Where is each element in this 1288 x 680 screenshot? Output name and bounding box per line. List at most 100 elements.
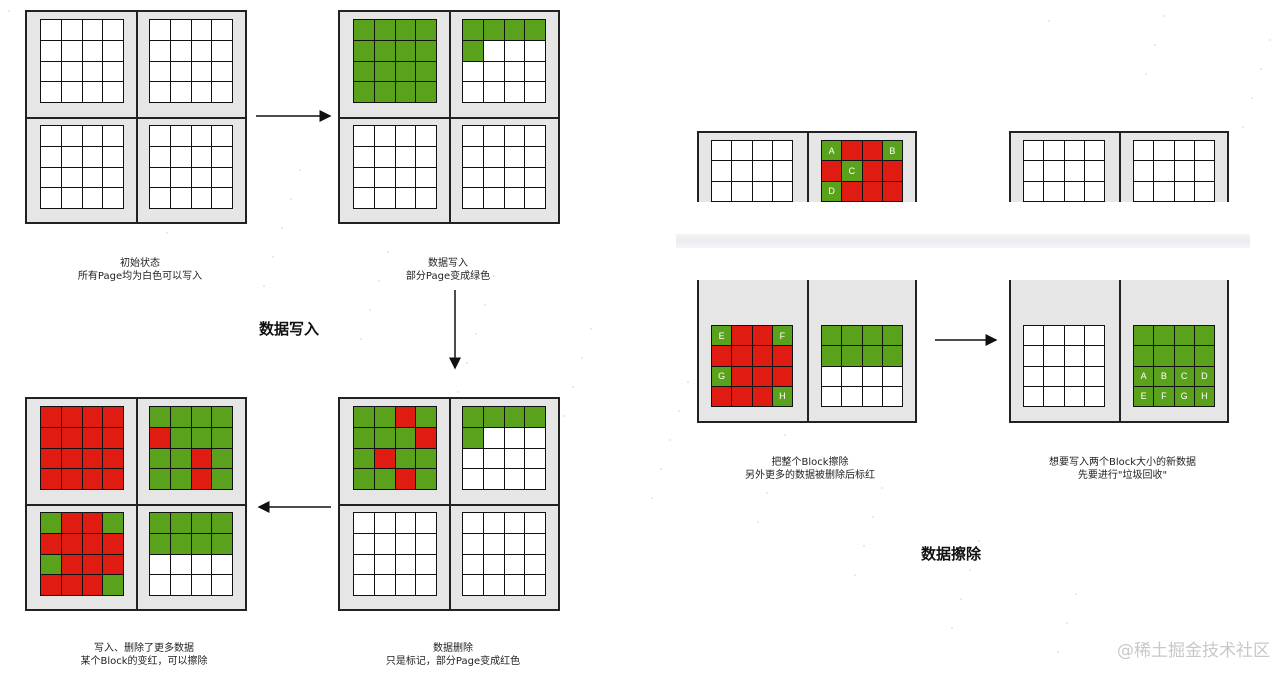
background-dot: [1057, 651, 1059, 653]
page-cell: [170, 575, 191, 595]
page-cell: [41, 513, 61, 533]
page-cell: [1024, 141, 1044, 161]
page-cell: [212, 167, 232, 188]
caption-written-line1: 数据写入: [428, 258, 468, 269]
page-cell: [82, 448, 103, 469]
page-cell: [1084, 326, 1104, 346]
page-cell: [525, 61, 545, 82]
page-cell: [463, 146, 483, 167]
page-cell: [862, 366, 882, 386]
package-divider: [340, 504, 558, 506]
page-cell: [712, 181, 732, 201]
page-cell: [82, 167, 103, 188]
page-cell: [354, 126, 374, 146]
page-cell: [212, 188, 232, 208]
caption-deleted-line1: 数据删除: [433, 643, 473, 654]
page-cell: [41, 146, 61, 167]
page-cell: [504, 575, 525, 595]
page-cell: [82, 533, 103, 554]
page-cell: [1044, 326, 1064, 346]
page-cell: [374, 427, 395, 448]
page-cell: [61, 533, 82, 554]
page-cell: [61, 82, 82, 102]
page-cell: [150, 513, 170, 533]
page-cell: [483, 20, 504, 40]
page-cell: [61, 448, 82, 469]
page-cell: [103, 427, 123, 448]
page-cell: [463, 40, 483, 61]
page-cell: [1084, 386, 1104, 406]
page-cell: [103, 407, 123, 427]
page-cell: [842, 326, 862, 346]
page-cell: [354, 575, 374, 595]
page-cell: [882, 326, 902, 346]
page-cell: [395, 40, 416, 61]
page-cell: [862, 386, 882, 406]
page-cell: [416, 407, 436, 427]
page-cell: [504, 20, 525, 40]
page-cell: [1024, 346, 1044, 366]
background-dot: [1260, 68, 1262, 70]
background-dot: [1242, 126, 1244, 128]
caption-written-line2: 部分Page变成绿色: [405, 271, 491, 282]
page-cell: [374, 40, 395, 61]
page-cell: [191, 427, 212, 448]
page-cell: [842, 181, 862, 201]
page-cell: [150, 40, 170, 61]
page-cell: [1064, 181, 1084, 201]
page-cell: [772, 161, 792, 181]
background-dot: [166, 232, 168, 234]
page-cell: C: [842, 161, 862, 181]
page-cell: [1134, 161, 1154, 181]
page-cell: [395, 20, 416, 40]
page-cell: [354, 407, 374, 427]
page-cell: [1134, 181, 1154, 201]
page-cell: [483, 513, 504, 533]
background-dot: [272, 256, 274, 258]
background-dot: [651, 497, 653, 499]
page-cell: [483, 61, 504, 82]
page-cell: [82, 40, 103, 61]
background-dot: [969, 569, 971, 571]
page-cell: [822, 326, 842, 346]
page-cell: [732, 161, 752, 181]
page-cell: [354, 469, 374, 489]
background-dot: [563, 415, 565, 417]
caption-gc: 想要写入两个Block大小的新数据 先要进行"垃圾回收": [1030, 456, 1215, 482]
page-cell: [1044, 161, 1064, 181]
page-cell: C: [1174, 366, 1194, 386]
page-cell: [212, 40, 232, 61]
package-more-block-4: [149, 512, 233, 596]
erase-section-title: 数据擦除: [921, 545, 982, 563]
page-cell: [212, 533, 232, 554]
page-cell: [504, 427, 525, 448]
package-written-block-4: [462, 125, 546, 209]
page-cell: [61, 40, 82, 61]
page-cell: [150, 61, 170, 82]
page-cell: [374, 20, 395, 40]
page-cell: [150, 407, 170, 427]
background-dot: [766, 492, 768, 494]
page-cell: [354, 513, 374, 533]
page-cell: [41, 554, 61, 575]
page-cell: [1154, 181, 1174, 201]
page-cell: D: [1194, 366, 1214, 386]
page-cell: [103, 188, 123, 208]
page-cell: [882, 161, 902, 181]
package-deleted-block-1: [353, 406, 437, 490]
background-dot: [466, 362, 468, 364]
page-cell: [191, 20, 212, 40]
caption-written: 数据写入 部分Page变成绿色: [368, 257, 528, 283]
caption-deleted-line2: 只是标记，部分Page变成红色: [385, 656, 521, 667]
page-cell: [525, 469, 545, 489]
background-dot: [951, 627, 953, 629]
page-cell: [395, 427, 416, 448]
background-dot: [290, 198, 292, 200]
page-cell: [150, 427, 170, 448]
page-cell: [61, 146, 82, 167]
caption-erase-line1: 把整个Block擦除: [771, 457, 849, 468]
page-cell: [395, 167, 416, 188]
page-cell: [170, 40, 191, 61]
page-cell: [212, 469, 232, 489]
page-cell: H: [772, 386, 792, 406]
